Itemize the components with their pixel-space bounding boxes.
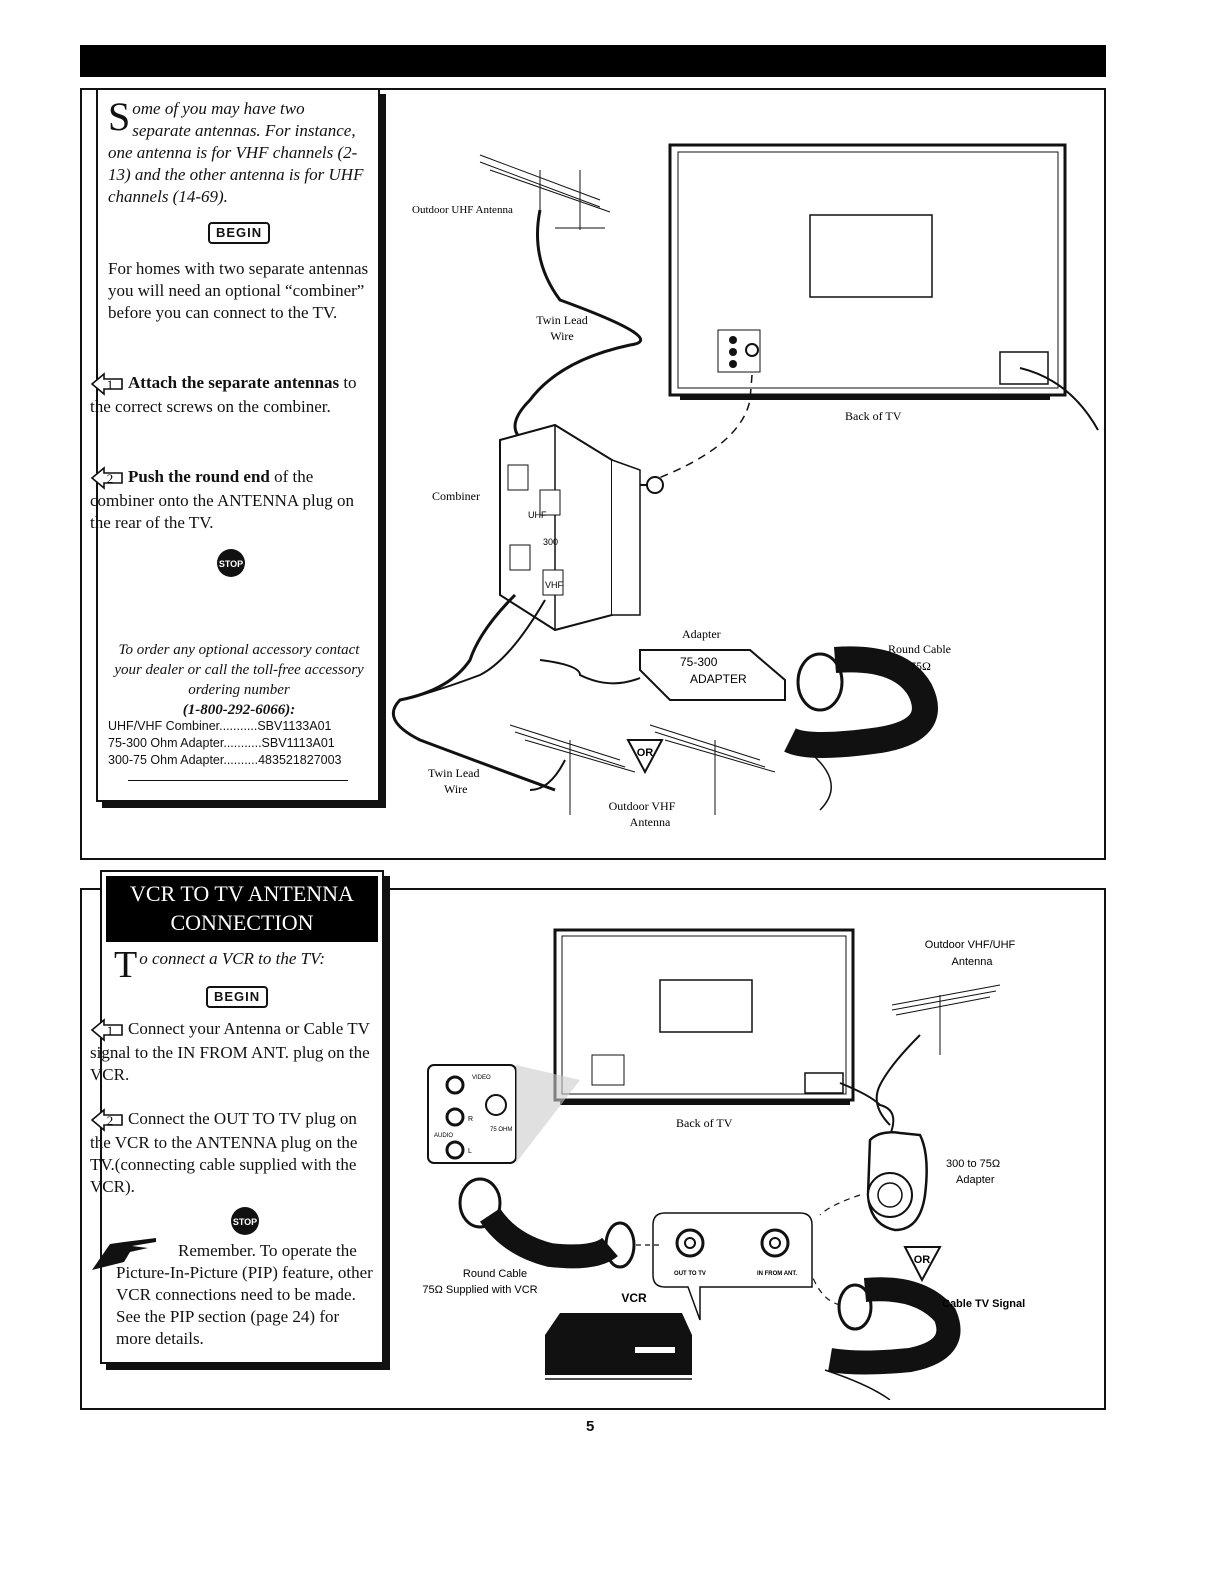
step-arrow-icon: 1 bbox=[90, 1018, 123, 1042]
av-jack-panel bbox=[427, 1064, 517, 1164]
svg-text:OR: OR bbox=[914, 1254, 931, 1266]
svg-text:Round Cable: Round Cable bbox=[463, 1268, 527, 1280]
stop-icon: STOP bbox=[217, 549, 245, 577]
round-cable-icon bbox=[458, 1177, 636, 1269]
svg-text:OUT TO TV: OUT TO TV bbox=[674, 1271, 706, 1277]
svg-text:300: 300 bbox=[543, 537, 558, 547]
part-line: 300-75 Ohm Adapter..........483521827003 bbox=[108, 753, 342, 767]
svg-text:VCR: VCR bbox=[621, 1291, 647, 1305]
part-line: UHF/VHF Combiner...........SBV1133A01 bbox=[108, 719, 332, 733]
svg-text:Back of TV: Back of TV bbox=[676, 1116, 733, 1130]
svg-text:Combiner: Combiner bbox=[432, 489, 480, 503]
top-para: For homes with two separate antennas you… bbox=[108, 259, 369, 322]
svg-text:Outdoor VHF: Outdoor VHF bbox=[609, 799, 676, 813]
step-arrow-icon: 2 bbox=[90, 1108, 123, 1132]
round-cable-icon bbox=[784, 646, 938, 811]
vcr-icon bbox=[545, 1313, 692, 1380]
vhf-antenna-icon bbox=[509, 724, 776, 815]
pointing-hand-icon bbox=[92, 1238, 156, 1270]
svg-text:R: R bbox=[468, 1116, 473, 1123]
svg-text:75Ω: 75Ω bbox=[910, 659, 931, 673]
adapter-icon bbox=[539, 649, 786, 701]
begin-badge: BEGIN bbox=[206, 986, 269, 1008]
part-line: 75-300 Ohm Adapter...........SBV1113A01 bbox=[108, 736, 335, 750]
svg-text:AUDIO: AUDIO bbox=[434, 1133, 453, 1139]
top-diagram: UHF 300 VHF 75-300 ADAPTER OR Outdoor UH… bbox=[391, 143, 1099, 829]
header-bar bbox=[80, 45, 1106, 77]
bottom-section-frame bbox=[80, 888, 1106, 1410]
svg-text:STOP: STOP bbox=[219, 559, 243, 569]
svg-text:Antenna: Antenna bbox=[952, 956, 994, 968]
svg-text:Adapter: Adapter bbox=[956, 1174, 995, 1186]
uhf-antenna-icon bbox=[479, 154, 611, 230]
svg-text:75-300: 75-300 bbox=[680, 655, 718, 669]
svg-text:IN FROM ANT.: IN FROM ANT. bbox=[757, 1271, 797, 1277]
svg-text:1: 1 bbox=[107, 377, 114, 392]
divider bbox=[128, 780, 348, 781]
dropcap: S bbox=[108, 94, 131, 139]
svg-text:Back of TV: Back of TV bbox=[845, 409, 902, 423]
svg-text:Twin Lead: Twin Lead bbox=[536, 313, 587, 327]
parts-list: UHF/VHF Combiner...........SBV1133A01 75… bbox=[108, 718, 376, 769]
svg-text:1: 1 bbox=[107, 1023, 114, 1038]
cable-tv-cable-icon bbox=[824, 1277, 961, 1400]
svg-text:75Ω Supplied with VCR: 75Ω Supplied with VCR bbox=[422, 1284, 537, 1296]
tv-label-plate bbox=[809, 214, 933, 298]
svg-text:VIDEO: VIDEO bbox=[472, 1075, 491, 1081]
tv-antenna-jack bbox=[804, 1072, 844, 1094]
svg-text:2: 2 bbox=[107, 471, 114, 486]
svg-text:Outdoor UHF Antenna: Outdoor UHF Antenna bbox=[412, 204, 513, 216]
vcr-back-panel bbox=[652, 1212, 813, 1321]
svg-text:Cable TV Signal: Cable TV Signal bbox=[942, 1298, 1025, 1310]
tv-jack-panel bbox=[717, 329, 761, 373]
combiner-icon bbox=[499, 423, 664, 632]
svg-text:Round Cable: Round Cable bbox=[888, 642, 951, 656]
top-section-frame bbox=[80, 88, 1106, 860]
svg-text:Wire: Wire bbox=[444, 782, 468, 796]
order-info: To order any optional accessory contact … bbox=[114, 642, 364, 718]
svg-text:75 OHM: 75 OHM bbox=[490, 1127, 512, 1133]
svg-text:Wire: Wire bbox=[550, 329, 574, 343]
svg-text:ADAPTER: ADAPTER bbox=[690, 672, 747, 686]
bottom-diagram: VIDEO R L AUDIO 75 OHM OR OUT TO TV IN F… bbox=[422, 928, 1025, 1400]
svg-text:STOP: STOP bbox=[233, 1217, 257, 1227]
begin-badge: BEGIN bbox=[208, 222, 271, 244]
vhf-uhf-antenna-icon bbox=[891, 984, 1001, 1055]
adapter-icon bbox=[866, 1131, 928, 1232]
step-arrow-icon: 2 bbox=[90, 466, 123, 490]
svg-text:Antenna: Antenna bbox=[630, 815, 671, 829]
svg-text:Outdoor VHF/UHF: Outdoor VHF/UHF bbox=[925, 939, 1016, 951]
svg-text:Twin Lead: Twin Lead bbox=[428, 766, 479, 780]
svg-text:Adapter: Adapter bbox=[682, 627, 721, 641]
step-arrow-icon: 1 bbox=[90, 372, 123, 396]
svg-text:UHF: UHF bbox=[528, 510, 547, 520]
page-number: 5 bbox=[586, 1418, 595, 1435]
svg-text:OR: OR bbox=[637, 747, 654, 759]
section-heading: VCR TO TV ANTENNA CONNECTION bbox=[106, 876, 378, 942]
stop-icon: STOP bbox=[231, 1207, 259, 1235]
svg-text:L: L bbox=[468, 1148, 472, 1155]
svg-text:300 to 75Ω: 300 to 75Ω bbox=[946, 1158, 1000, 1170]
or-badge bbox=[626, 739, 664, 775]
svg-text:VHF: VHF bbox=[545, 580, 564, 590]
svg-text:2: 2 bbox=[107, 1113, 114, 1128]
remember-note: Remember. To operate the Picture-In-Pict… bbox=[116, 1241, 373, 1348]
